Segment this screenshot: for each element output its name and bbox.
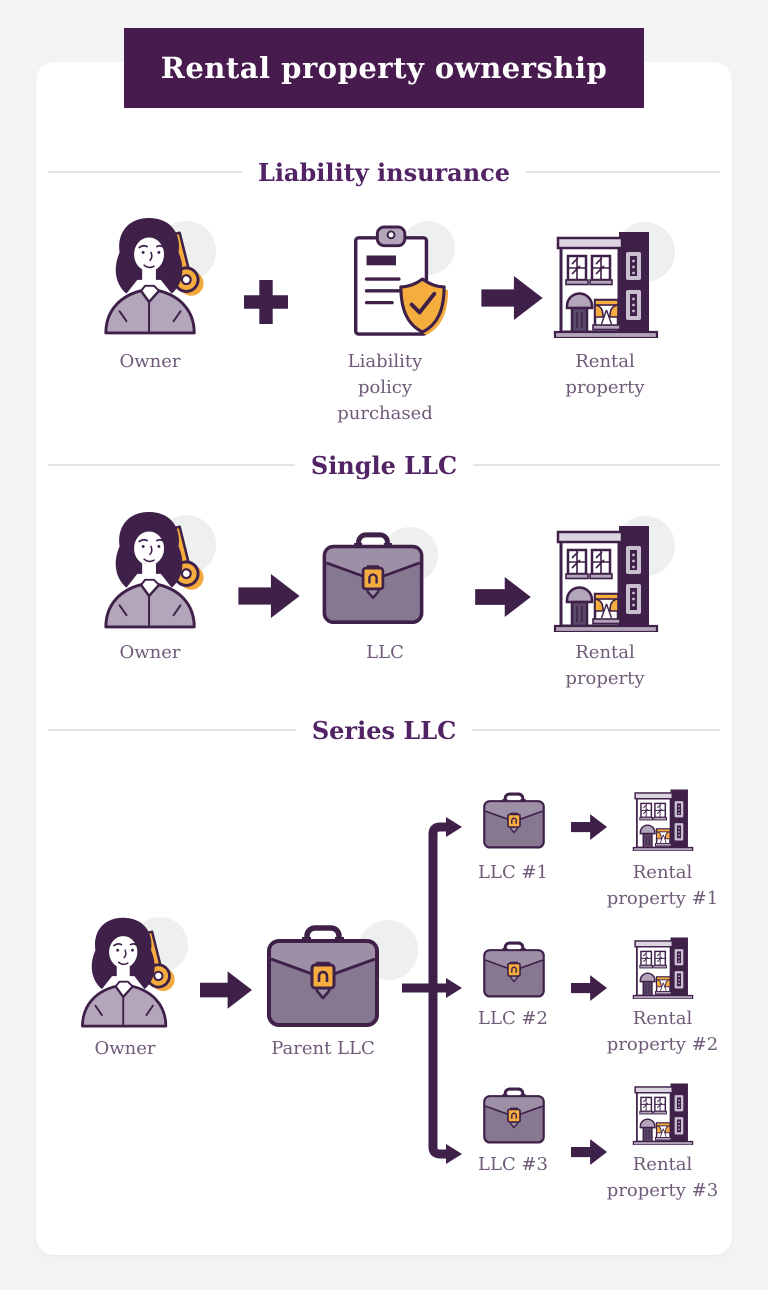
owner-icon xyxy=(98,509,206,629)
section-heading-single-llc: Single LLC xyxy=(48,448,720,482)
rental-property-icon xyxy=(632,1080,694,1145)
parent-llc-label: Parent LLC xyxy=(271,1038,375,1059)
arrow-right-icon xyxy=(571,814,607,840)
owner-label: Owner xyxy=(119,642,181,663)
owner-label: Owner xyxy=(94,1038,156,1059)
llc-label: LLC #1 xyxy=(478,862,548,883)
llc-label: LLC #2 xyxy=(478,1008,548,1029)
page-title: Rental property ownership xyxy=(160,51,608,85)
llc-briefcase-icon xyxy=(481,792,547,850)
arrow-right-icon xyxy=(238,574,300,618)
arrow-right-icon xyxy=(472,577,534,617)
arrow-right-icon xyxy=(476,276,548,320)
llc-briefcase-icon xyxy=(319,532,427,626)
llc-label: LLC #3 xyxy=(478,1154,548,1175)
section-title-liability: Liability insurance xyxy=(257,157,511,187)
divider-line xyxy=(48,729,296,731)
liability-policy-icon xyxy=(340,222,450,342)
llc-label: LLC xyxy=(366,642,404,663)
rental-property-label: Rental property #2 xyxy=(606,1008,719,1055)
divider-line xyxy=(473,464,720,466)
divider-line xyxy=(48,464,295,466)
divider-line xyxy=(472,729,721,731)
title-banner: Rental property ownership xyxy=(124,28,644,108)
arrow-right-icon xyxy=(200,969,252,1011)
plus-icon xyxy=(244,280,288,324)
llc-briefcase-icon xyxy=(481,1087,547,1145)
arrow-right-icon xyxy=(571,975,607,1001)
rental-property-label: Rental property #3 xyxy=(606,1154,719,1201)
section-heading-series-llc: Series LLC xyxy=(48,713,721,747)
rental-property-label: Rental property xyxy=(565,642,645,689)
llc-briefcase-icon xyxy=(481,941,547,999)
divider-line xyxy=(48,171,242,173)
section-title-series-llc: Series LLC xyxy=(311,715,457,745)
owner-label: Owner xyxy=(119,351,181,372)
rental-property-label: Rental property xyxy=(565,351,645,398)
branch-connector xyxy=(402,817,462,1164)
rental-property-icon xyxy=(553,520,659,632)
section-title-single-llc: Single LLC xyxy=(310,450,458,480)
liability-policy-label: Liability policy purchased xyxy=(337,351,433,424)
owner-icon xyxy=(75,915,177,1028)
arrow-right-icon xyxy=(571,1139,607,1165)
rental-property-icon xyxy=(553,226,659,338)
rental-property-icon xyxy=(632,786,694,851)
rental-property-icon xyxy=(632,934,694,999)
parent-llc-briefcase-icon xyxy=(263,925,383,1029)
section-heading-liability: Liability insurance xyxy=(48,155,720,189)
rental-property-label: Rental property #1 xyxy=(606,862,719,909)
divider-line xyxy=(526,171,720,173)
owner-icon xyxy=(98,215,206,335)
